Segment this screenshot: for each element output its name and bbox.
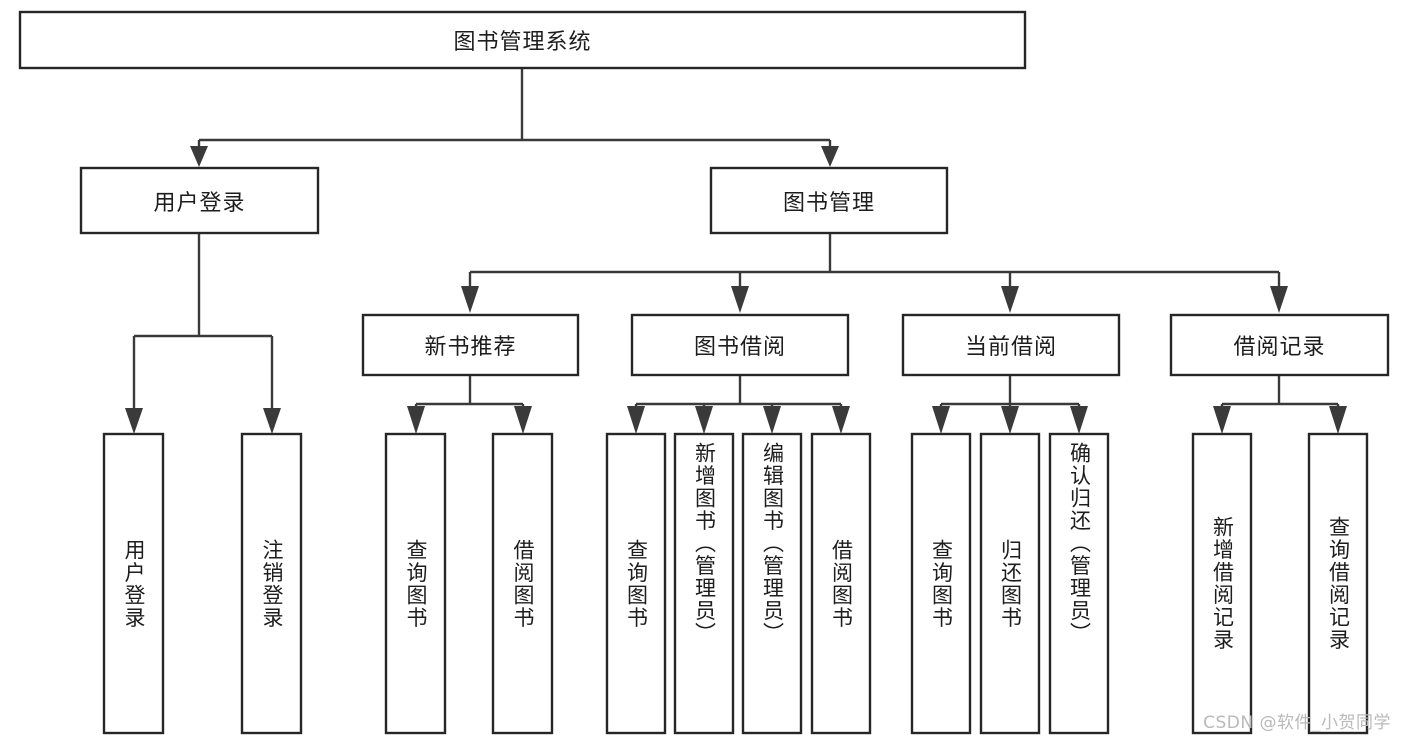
node-book-management[interactable] [709, 166, 949, 235]
arrow-head-borrow-record [1270, 286, 1288, 313]
leaf-box-current-borrow-1[interactable] [910, 432, 972, 735]
arrow-head-book-mgmt [821, 146, 839, 167]
leaf-box-borrow-record-1[interactable] [1191, 432, 1253, 735]
connector-group-new-book [407, 375, 532, 434]
connector-group-book-borrow [627, 375, 850, 434]
node-new-book-recommend[interactable] [361, 313, 580, 377]
arrow-head-leaf-current-borrow-3 [1070, 406, 1088, 434]
arrow-head-leaf-user-login-2 [263, 408, 281, 434]
connector-group-current-borrow [932, 375, 1088, 434]
node-root-book-management-system[interactable] [18, 10, 1027, 70]
arrow-head-user-login [190, 146, 208, 167]
arrow-head-leaf-user-login-1 [125, 408, 143, 434]
node-current-borrow[interactable] [901, 313, 1121, 377]
leaf-box-user-login-1[interactable] [102, 432, 165, 735]
node-book-borrow[interactable] [630, 313, 850, 377]
connector-group-user-login [125, 233, 281, 434]
arrow-head-leaf-new-book-2 [514, 406, 532, 434]
node-user-login[interactable] [79, 166, 320, 235]
leaf-box-current-borrow-2[interactable] [979, 432, 1041, 735]
node-borrow-record[interactable] [1169, 313, 1390, 377]
leaf-box-new-book-2[interactable] [491, 432, 554, 735]
leaf-box-book-borrow-1[interactable] [605, 432, 667, 735]
arrow-head-leaf-new-book-1 [407, 406, 425, 434]
watermark-text: CSDN @软件_小贺同学 [1203, 713, 1391, 733]
arrow-head-leaf-borrow-record-1 [1213, 406, 1231, 434]
arrow-head-leaf-current-borrow-1 [932, 406, 950, 434]
connector-group-root [190, 68, 839, 167]
leaf-box-new-book-1[interactable] [384, 432, 447, 735]
leaf-box-user-login-2[interactable] [240, 432, 303, 735]
arrow-head-current-borrow [1001, 286, 1019, 313]
arrow-head-leaf-book-borrow-2 [695, 406, 713, 434]
arrow-head-leaf-current-borrow-2 [1001, 406, 1019, 434]
leaf-box-borrow-record-2[interactable] [1307, 432, 1369, 735]
leaf-box-book-borrow-2[interactable] [673, 432, 735, 735]
arrow-head-leaf-book-borrow-3 [763, 406, 781, 434]
leaf-box-book-borrow-3[interactable] [741, 432, 803, 735]
connector-group-borrow-record [1213, 375, 1347, 434]
arrow-head-book-borrow [731, 286, 749, 313]
connector-group-book-mgmt [461, 233, 1288, 313]
leaf-box-book-borrow-4[interactable] [810, 432, 872, 735]
arrow-head-leaf-book-borrow-1 [627, 406, 645, 434]
arrow-head-leaf-borrow-record-2 [1329, 406, 1347, 434]
arrow-head-new-book [461, 286, 479, 313]
arrow-head-leaf-book-borrow-4 [832, 406, 850, 434]
leaf-box-current-borrow-3[interactable] [1048, 432, 1110, 735]
